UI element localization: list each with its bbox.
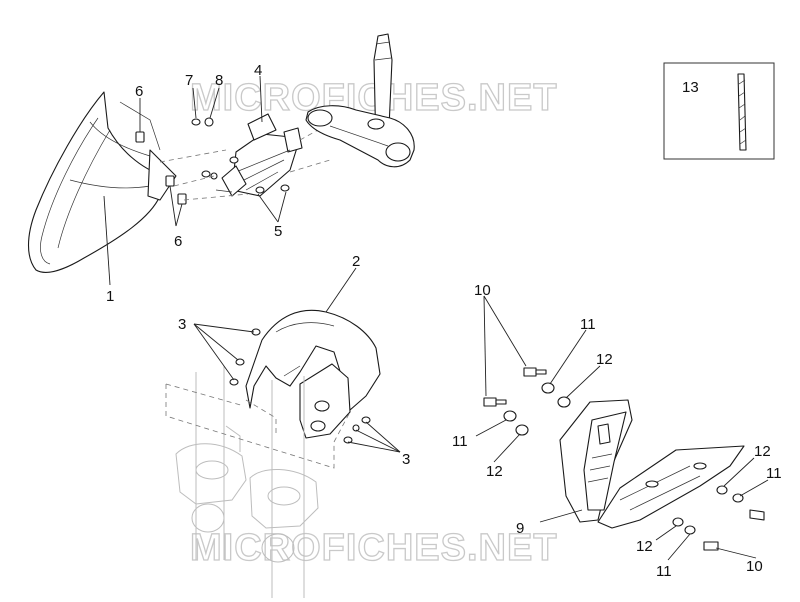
mudguard-bracket-part — [215, 113, 303, 197]
callout-11-right: 11 — [766, 465, 782, 482]
callout-8: 8 — [215, 72, 223, 89]
callout-4: 4 — [254, 62, 262, 79]
callout-5: 5 — [274, 223, 282, 240]
callout-11-bottom: 11 — [656, 563, 672, 580]
callout-1: 1 — [106, 288, 114, 305]
callout-12-left: 12 — [486, 463, 503, 480]
watermark-top: MICROFICHES.NET — [190, 77, 558, 119]
callout-3-right: 3 — [402, 451, 410, 468]
callout-labels: 1 2 3 3 4 5 6 6 7 8 9 10 10 11 11 11 11 … — [106, 62, 782, 580]
callout-6-bottom: 6 — [174, 233, 182, 250]
callout-3-left: 3 — [178, 316, 186, 333]
callout-10-top: 10 — [474, 282, 491, 299]
callout-7: 7 — [185, 72, 193, 89]
callout-12-top: 12 — [596, 351, 613, 368]
callout-6-top: 6 — [135, 83, 143, 100]
callout-12-bottom: 12 — [636, 538, 653, 555]
callout-11-left: 11 — [452, 433, 468, 450]
watermark-bottom: MICROFICHES.NET — [190, 527, 558, 569]
leader-lines — [103, 75, 769, 561]
callout-12-right: 12 — [754, 443, 771, 460]
callout-11-top: 11 — [580, 316, 596, 333]
callout-9: 9 — [516, 520, 524, 537]
lower-cowl-part — [559, 399, 745, 529]
fender-screws — [229, 328, 371, 444]
callout-13: 13 — [682, 79, 699, 96]
fork-dashed-frame — [165, 383, 351, 469]
callout-10-bottom: 10 — [746, 558, 763, 575]
part-13-box — [663, 62, 775, 160]
fork-legs-ghost — [175, 366, 319, 598]
front-mudguard-part — [28, 91, 177, 273]
assembly-dashed-lines-top — [159, 129, 331, 201]
fender-liner-part — [245, 309, 381, 439]
hardware-small-parts — [135, 117, 290, 205]
steering-stem-part — [305, 33, 415, 168]
callout-2: 2 — [352, 253, 360, 270]
